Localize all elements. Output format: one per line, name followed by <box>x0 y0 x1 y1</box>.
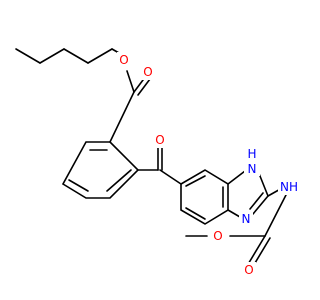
imidazole-nh-h-label: H <box>247 147 256 161</box>
bond-ketone-c-ring <box>159 169 182 185</box>
benzimidazole-inner-3 <box>185 207 206 220</box>
bond-imidazole-nh <box>227 170 246 185</box>
carbamate-carbonyl-oxygen-label: O <box>244 263 253 277</box>
bond-imidazole-n-ring <box>227 209 241 218</box>
bond-ester-c-o-double-b <box>137 78 151 96</box>
bond-butyl-2 <box>39 48 65 64</box>
benzimidazole-benzene-ring <box>180 169 229 225</box>
bond-imidazole-c2-n-double <box>249 192 264 210</box>
bond-imidazole-c2-n <box>252 195 269 215</box>
bond-ester-c-ring <box>109 91 135 143</box>
benzene-inner-3 <box>68 179 89 192</box>
benzimidazole-inner-1 <box>185 175 206 187</box>
bond-butyl-3 <box>63 48 89 64</box>
imidazole-nh-n-label: N <box>248 162 257 176</box>
ketone-oxygen-label: O <box>155 133 164 147</box>
benzene-inner-2 <box>106 169 132 192</box>
bond-nh-carbamate-c <box>264 192 288 237</box>
molecule-structure-canvas: O O O H N N NH O O <box>15 48 300 278</box>
bond-ester-o-c <box>126 70 135 93</box>
molecule-structure: O O O H N N NH O O <box>15 48 300 278</box>
bond-butyl-4 <box>87 48 113 64</box>
ester-ether-oxygen-label: O <box>119 53 128 67</box>
bond-carbamate-c-o-double-a <box>246 235 266 267</box>
carbamate-nh-label: NH <box>280 180 298 194</box>
imidazole-n-label: N <box>242 212 251 226</box>
ester-carbonyl-oxygen-label: O <box>143 65 152 79</box>
bond-butyl-1 <box>15 48 41 64</box>
carbamate-ether-oxygen-label: O <box>213 229 222 243</box>
